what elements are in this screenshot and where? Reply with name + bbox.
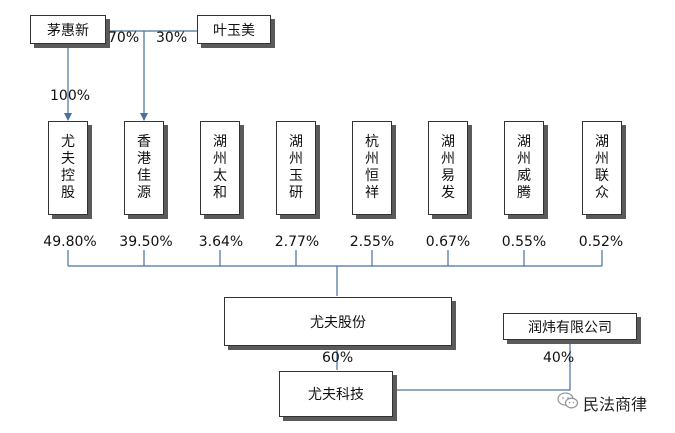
pct-shareholder: 2.55% (349, 234, 395, 250)
shareholder-label: 湖州玉研 (289, 134, 303, 201)
pct-shareholder: 0.67% (425, 234, 471, 250)
partner-label: 润炜有限公司 (528, 319, 612, 336)
shareholder-youfu-holding: 尤夫控股 (48, 121, 88, 215)
pct-ye-to-hk: 30% (156, 30, 188, 46)
pct-shareholder: 2.77% (274, 234, 320, 250)
shareholder-huzhou-yifa: 湖州易发 (428, 121, 468, 215)
watermark-text: 民法商律 (583, 395, 648, 414)
line-partner-to-youfu-tech (395, 341, 571, 391)
owner-mao-huixin: 茅惠新 (30, 15, 106, 44)
company-label: 尤夫股份 (310, 314, 366, 331)
shareholder-huzhou-weiteng: 湖州威腾 (504, 121, 544, 215)
subsidiary-label: 尤夫科技 (308, 387, 364, 403)
owner-ye-label: 叶玉美 (213, 22, 255, 39)
shareholder-label: 湖州易发 (441, 134, 455, 201)
company-youfu-shares: 尤夫股份 (224, 297, 452, 346)
shareholder-label: 杭州恒祥 (365, 134, 379, 201)
shareholder-huzhou-yuyan: 湖州玉研 (276, 121, 316, 215)
shareholder-label: 湖州太和 (213, 134, 227, 201)
shareholder-hk-jiayuan: 香港佳源 (124, 121, 164, 215)
shareholder-huzhou-lianzhong: 湖州联众 (582, 121, 622, 215)
subsidiary-youfu-tech: 尤夫科技 (279, 371, 393, 417)
shareholder-huzhou-taihe: 湖州太和 (200, 121, 240, 215)
partner-runwei: 润炜有限公司 (503, 313, 637, 340)
shareholder-label: 香港佳源 (137, 134, 151, 201)
shareholder-label: 湖州联众 (595, 134, 609, 201)
watermark: 民法商律 (557, 391, 647, 415)
pct-partner-to-sub: 40% (543, 350, 575, 366)
pct-mao-to-youfu: 100% (50, 88, 91, 104)
pct-shareholder: 0.55% (501, 234, 547, 250)
pct-shareholder: 0.52% (578, 234, 624, 250)
wechat-icon (557, 391, 579, 415)
pct-shareholder: 3.64% (198, 234, 244, 250)
pct-shareholder: 39.50% (119, 234, 173, 250)
pct-mao-to-hk: 70% (108, 30, 140, 46)
shareholder-label: 尤夫控股 (61, 134, 75, 201)
pct-shareholder: 49.80% (43, 234, 97, 250)
pct-company-to-sub: 60% (322, 350, 354, 366)
owner-mao-label: 茅惠新 (47, 22, 89, 39)
shareholder-hangzhou-hengxiang: 杭州恒祥 (352, 121, 392, 215)
owner-ye-yumei: 叶玉美 (197, 15, 271, 44)
shareholder-label: 湖州威腾 (517, 134, 531, 201)
